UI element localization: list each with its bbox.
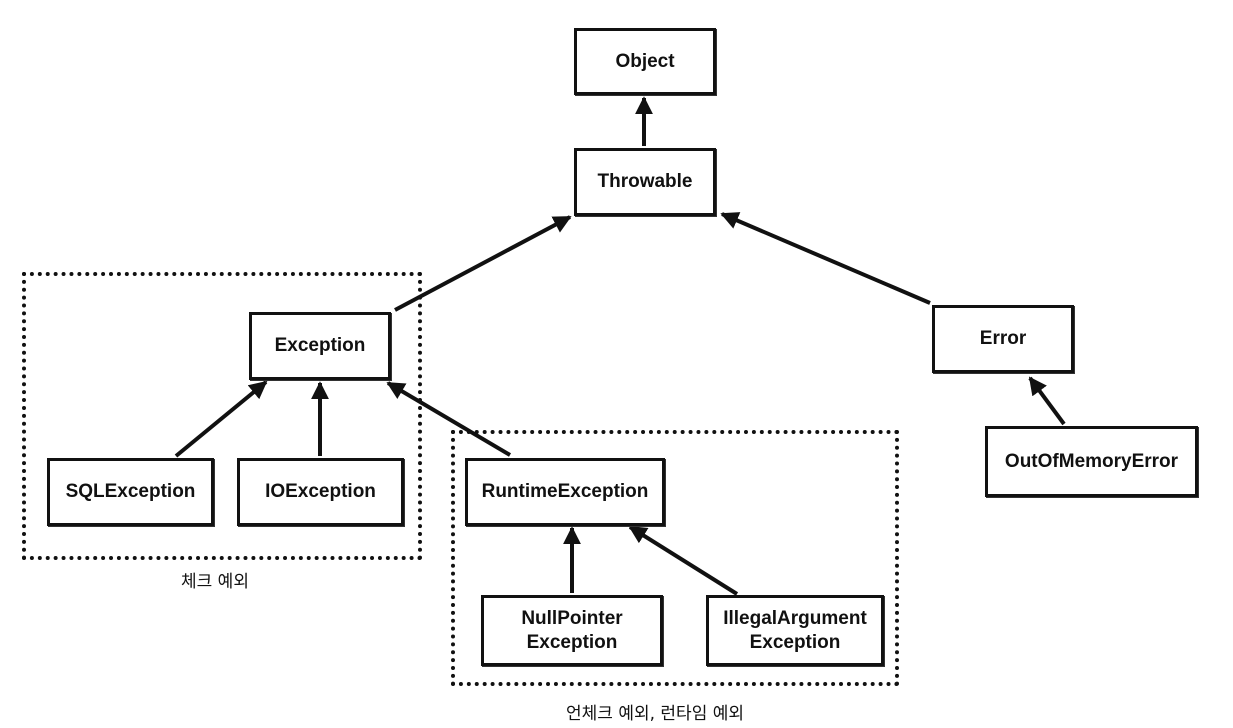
exception-label: Exception xyxy=(274,335,366,356)
error-node: Error xyxy=(932,305,1074,373)
throwable-node: Throwable xyxy=(574,148,716,216)
illegalargumentexception-node: IllegalArgument Exception xyxy=(706,595,884,666)
ioexception-node: IOException xyxy=(237,458,404,526)
checked-exception-group-label: 체크 예외 xyxy=(181,572,249,592)
outofmemoryerror-node: OutOfMemoryError xyxy=(985,426,1198,497)
unchecked-exception-group xyxy=(451,430,899,686)
arrow-error-to-throwable xyxy=(720,212,931,305)
checked-exception-group xyxy=(22,272,422,560)
arrow-outofmemoryerror-to-error xyxy=(1028,376,1066,426)
ioexception-label: IOException xyxy=(265,481,376,502)
throwable-label: Throwable xyxy=(597,171,693,192)
sqlexception-label: SQLException xyxy=(65,481,196,502)
nullpointerexception-node: NullPointer Exception xyxy=(481,595,663,666)
error-label: Error xyxy=(979,328,1027,349)
exception-node: Exception xyxy=(249,312,391,380)
runtimeexception-node: RuntimeException xyxy=(465,458,665,526)
outofmemoryerror-label: OutOfMemoryError xyxy=(1004,450,1179,472)
sqlexception-node: SQLException xyxy=(47,458,214,526)
object-node: Object xyxy=(574,28,716,95)
arrow-illegalargumentexception-to-runtimeexception xyxy=(628,525,739,596)
runtimeexception-label: RuntimeException xyxy=(481,481,649,502)
unchecked-exception-group-label: 언체크 예외, 런타임 예외 xyxy=(566,704,745,724)
arrow-exception-to-throwable xyxy=(394,215,572,312)
object-label: Object xyxy=(615,50,675,72)
arrow-runtimeexception-to-exception xyxy=(386,381,512,457)
nullpointerexception-label: NullPointer Exception xyxy=(521,607,623,653)
arrow-sqlexception-to-exception xyxy=(174,380,268,458)
illegalargumentexception-label: IllegalArgument Exception xyxy=(723,607,867,653)
